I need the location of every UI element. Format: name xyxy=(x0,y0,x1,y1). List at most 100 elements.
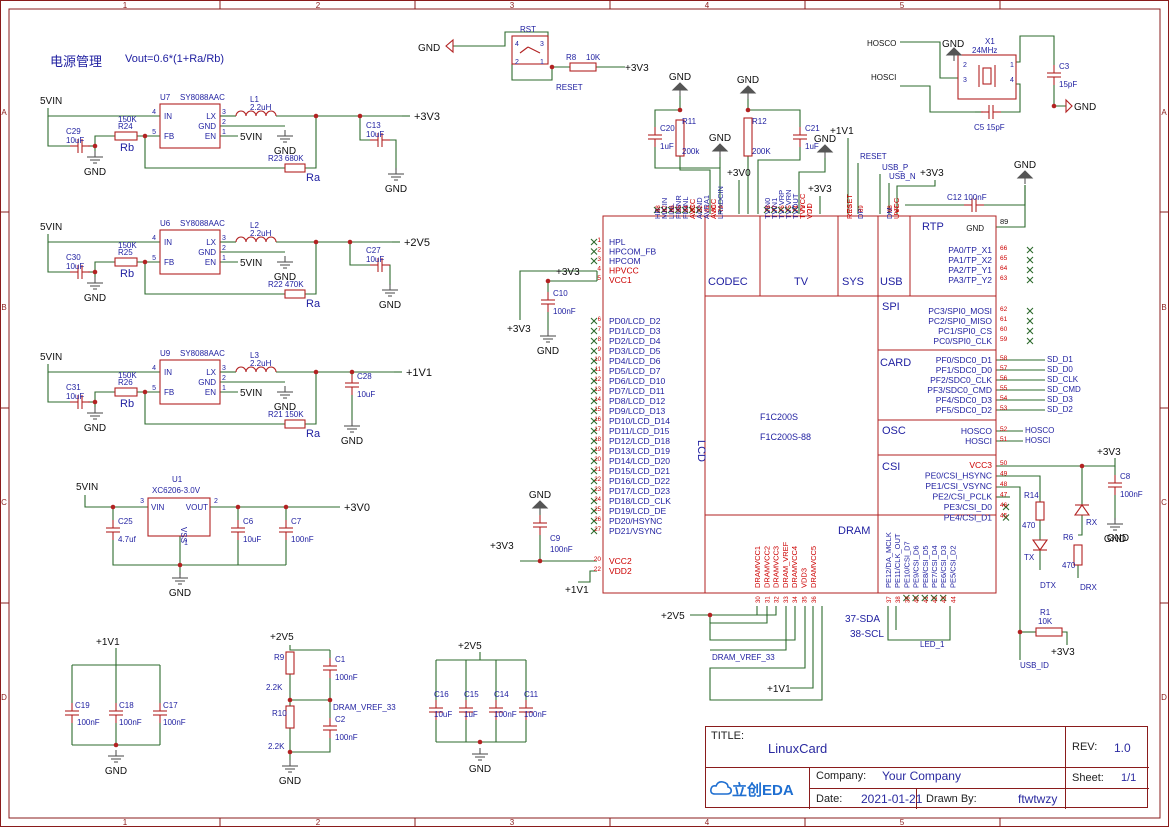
pin-name: DRAMVCC4 xyxy=(790,546,799,588)
pin-num: 76 xyxy=(780,205,786,212)
wire xyxy=(996,486,1021,660)
res-name: Rb xyxy=(120,268,134,280)
junction-dot xyxy=(313,239,319,245)
pin-name: HPCOM_FB xyxy=(609,247,657,257)
junction-dot xyxy=(142,259,148,265)
cap-value: 100nF xyxy=(524,710,547,719)
pin-name: DRAMVCC5 xyxy=(809,546,818,588)
res-ref: R14 xyxy=(1024,491,1039,500)
sheet-value: 1/1 xyxy=(1121,772,1137,784)
pin-num: 8 xyxy=(598,337,602,343)
wire xyxy=(679,156,711,214)
sect-sys: SYS xyxy=(842,276,864,288)
cap-ref: C6 xyxy=(243,517,254,526)
pin-num: 5 xyxy=(597,275,601,282)
pin-num: 13 xyxy=(594,387,601,393)
wire xyxy=(790,606,814,689)
wire xyxy=(1016,83,1021,106)
pin-num: 40 xyxy=(915,596,921,603)
pin-lx: LX xyxy=(206,112,216,121)
cap-ref: C20 xyxy=(660,124,675,133)
wire xyxy=(896,180,936,214)
dtx-net: DTX xyxy=(1040,581,1057,590)
junction-dot xyxy=(283,504,289,510)
line xyxy=(590,407,598,415)
pin-num: 4 xyxy=(1010,77,1014,84)
wire xyxy=(349,242,372,266)
ind-ref: L2 xyxy=(250,221,259,230)
line xyxy=(590,327,598,335)
cap-value: 10uF xyxy=(66,262,84,271)
res-value: 10K xyxy=(1038,617,1053,626)
vcc2-net: +3V3 xyxy=(490,541,514,552)
gnd-label: GND xyxy=(169,588,191,599)
pin-num: 34 xyxy=(793,596,799,603)
line xyxy=(1026,266,1034,274)
res-value: 470 xyxy=(1062,561,1076,570)
line xyxy=(590,517,598,525)
junction-dot xyxy=(110,504,116,510)
pin-num: 1 xyxy=(222,129,226,136)
frame-col-label: 1 xyxy=(123,818,128,827)
sect-osc: OSC xyxy=(882,425,906,437)
pin-num: 1 xyxy=(1010,62,1014,69)
pin-num: 4 xyxy=(152,365,156,372)
gnd-label: GND xyxy=(1014,160,1036,171)
pin-lx: LX xyxy=(206,368,216,377)
logo: 立创EDA xyxy=(732,782,794,799)
pin-num: 43 xyxy=(942,596,948,603)
pin-num: 2 xyxy=(222,119,226,126)
junction-dot xyxy=(177,562,183,568)
out-net: +2V5 xyxy=(404,237,430,249)
pin-num: 3 xyxy=(222,235,226,242)
line xyxy=(1026,246,1034,254)
wire xyxy=(289,645,330,651)
cap-value: 1uF xyxy=(805,142,819,151)
wire xyxy=(47,116,72,147)
rst-net: RESET xyxy=(556,83,583,92)
net-v33b: +3V3 xyxy=(920,168,944,179)
line xyxy=(763,206,771,214)
cap-ref: C10 xyxy=(553,289,568,298)
res-ref: R26 xyxy=(118,378,133,387)
pin-name: HOSCI xyxy=(965,436,992,446)
pin-num: 41 xyxy=(924,596,930,603)
junction-dot xyxy=(313,369,319,375)
res-ref: R11 xyxy=(682,117,697,126)
en-net: 5VIN xyxy=(240,388,262,399)
cap-ref: C19 xyxy=(75,701,90,710)
pin-en: EN xyxy=(205,388,216,397)
pin-name: PE9/CSI_D6 xyxy=(912,545,921,588)
pin-num: 57 xyxy=(1000,365,1008,372)
frame-col-label: 4 xyxy=(705,818,710,827)
cap-value: 100nF xyxy=(494,710,517,719)
pin-name: PC0/SPI0_CLK xyxy=(933,336,992,346)
line xyxy=(590,397,598,405)
res-name: Rb xyxy=(120,398,134,410)
pin-name: PF0/SDC0_D1 xyxy=(936,355,992,365)
line xyxy=(590,377,598,385)
net-v33: +3V3 xyxy=(808,184,832,195)
pin-num: 18 xyxy=(594,437,601,443)
pin-name: PD7/LCD_D11 xyxy=(609,386,665,396)
wire xyxy=(709,606,823,701)
pin-num: 4 xyxy=(152,109,156,116)
frame-col-label: 3 xyxy=(510,818,515,827)
pin-num: 78 xyxy=(766,205,772,212)
wire xyxy=(47,242,72,273)
gnd-label: GND xyxy=(669,72,691,83)
line xyxy=(777,206,785,214)
pin-name: TVIN1 xyxy=(770,198,779,219)
pin-name: PF5/SDC0_D2 xyxy=(936,405,992,415)
card-net: SD_CMD xyxy=(1047,385,1081,394)
pin-num: 73 xyxy=(801,205,807,212)
frame-row-label: B xyxy=(1,303,6,312)
reset-button xyxy=(511,35,549,65)
wire xyxy=(757,147,801,214)
line xyxy=(590,257,598,265)
pin-name: PD11/LCD_D15 xyxy=(609,426,670,436)
pin-num: 62 xyxy=(1000,306,1008,313)
pin-name: VDD xyxy=(805,203,814,219)
pin-name: PA2/TP_Y1 xyxy=(948,265,992,275)
out-net: +3V3 xyxy=(414,111,440,123)
